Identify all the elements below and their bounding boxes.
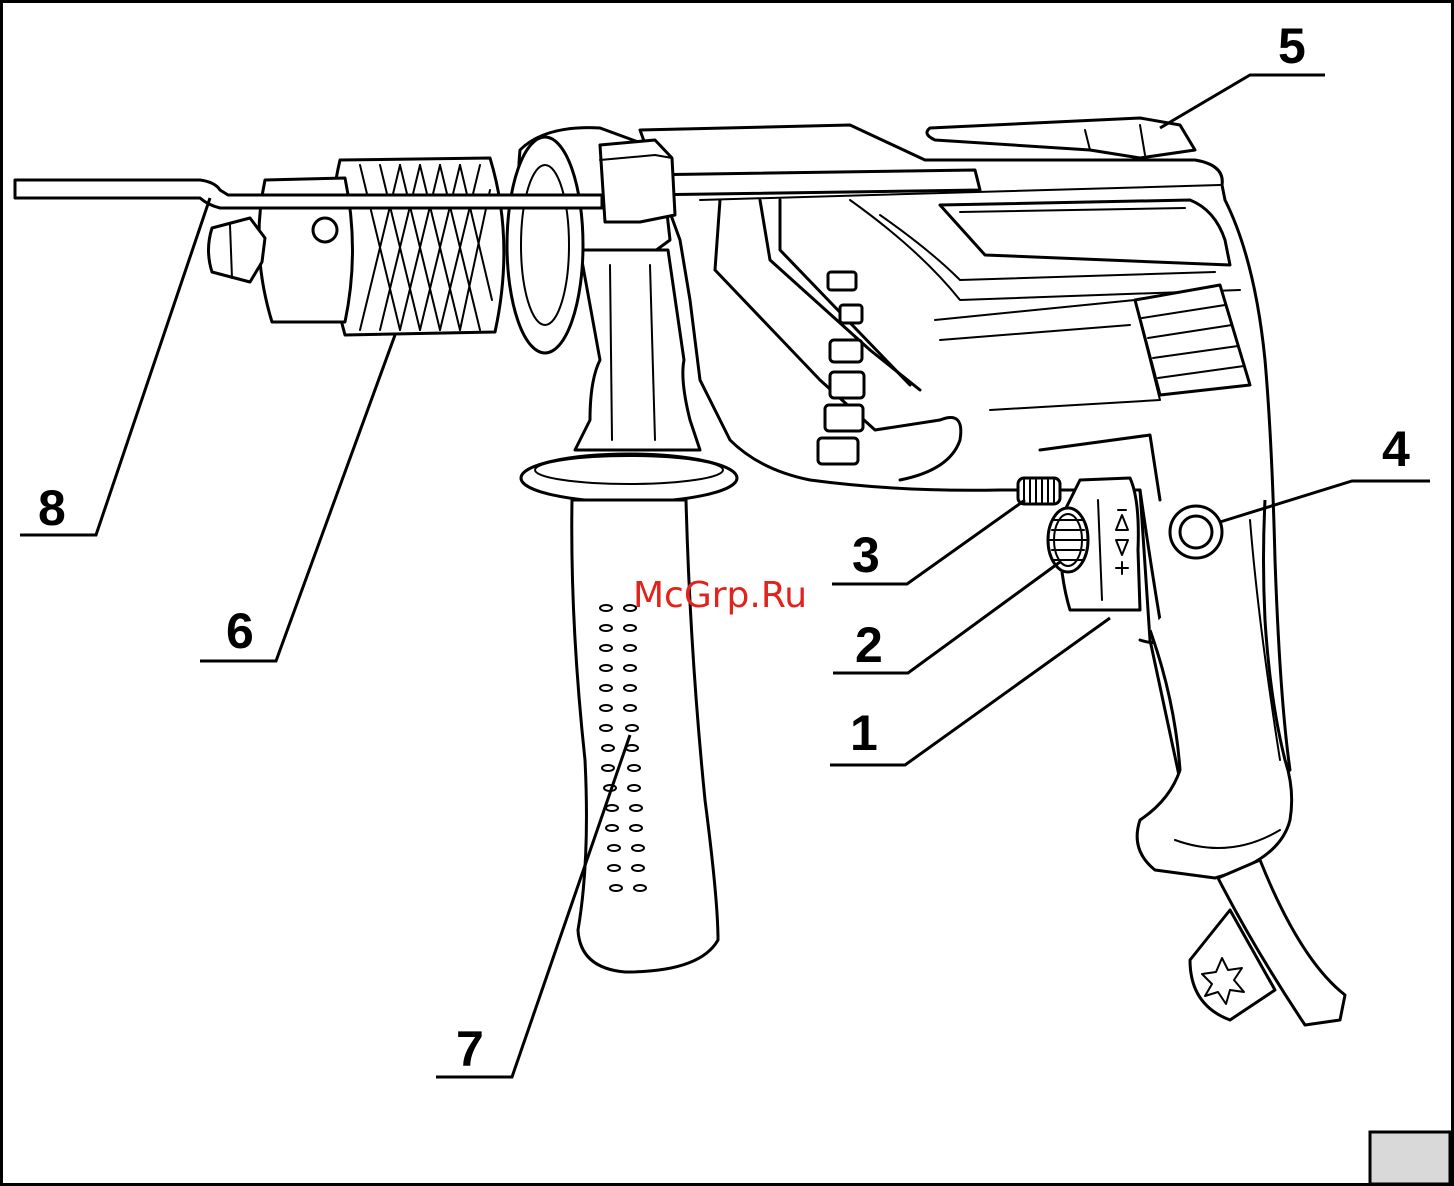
callout-2: 2 [855,617,883,673]
depth-stop-slider[interactable] [927,118,1195,158]
callout-1: 1 [850,705,878,761]
mode-button[interactable] [1170,506,1222,558]
speed-wheel[interactable] [1048,508,1088,572]
callout-5: 5 [1278,18,1306,74]
callout-8: 8 [38,480,66,536]
watermark-text: McGrp.Ru [633,575,807,616]
keyless-chuck [209,137,584,353]
callout-6: 6 [226,603,254,659]
switch-assembly [1018,478,1140,610]
callout-4: 4 [1382,421,1410,477]
callout-3: 3 [852,527,880,583]
callout-7: 7 [456,1021,484,1077]
page-number-box [1370,1132,1450,1184]
leader-line-5 [1160,75,1325,128]
